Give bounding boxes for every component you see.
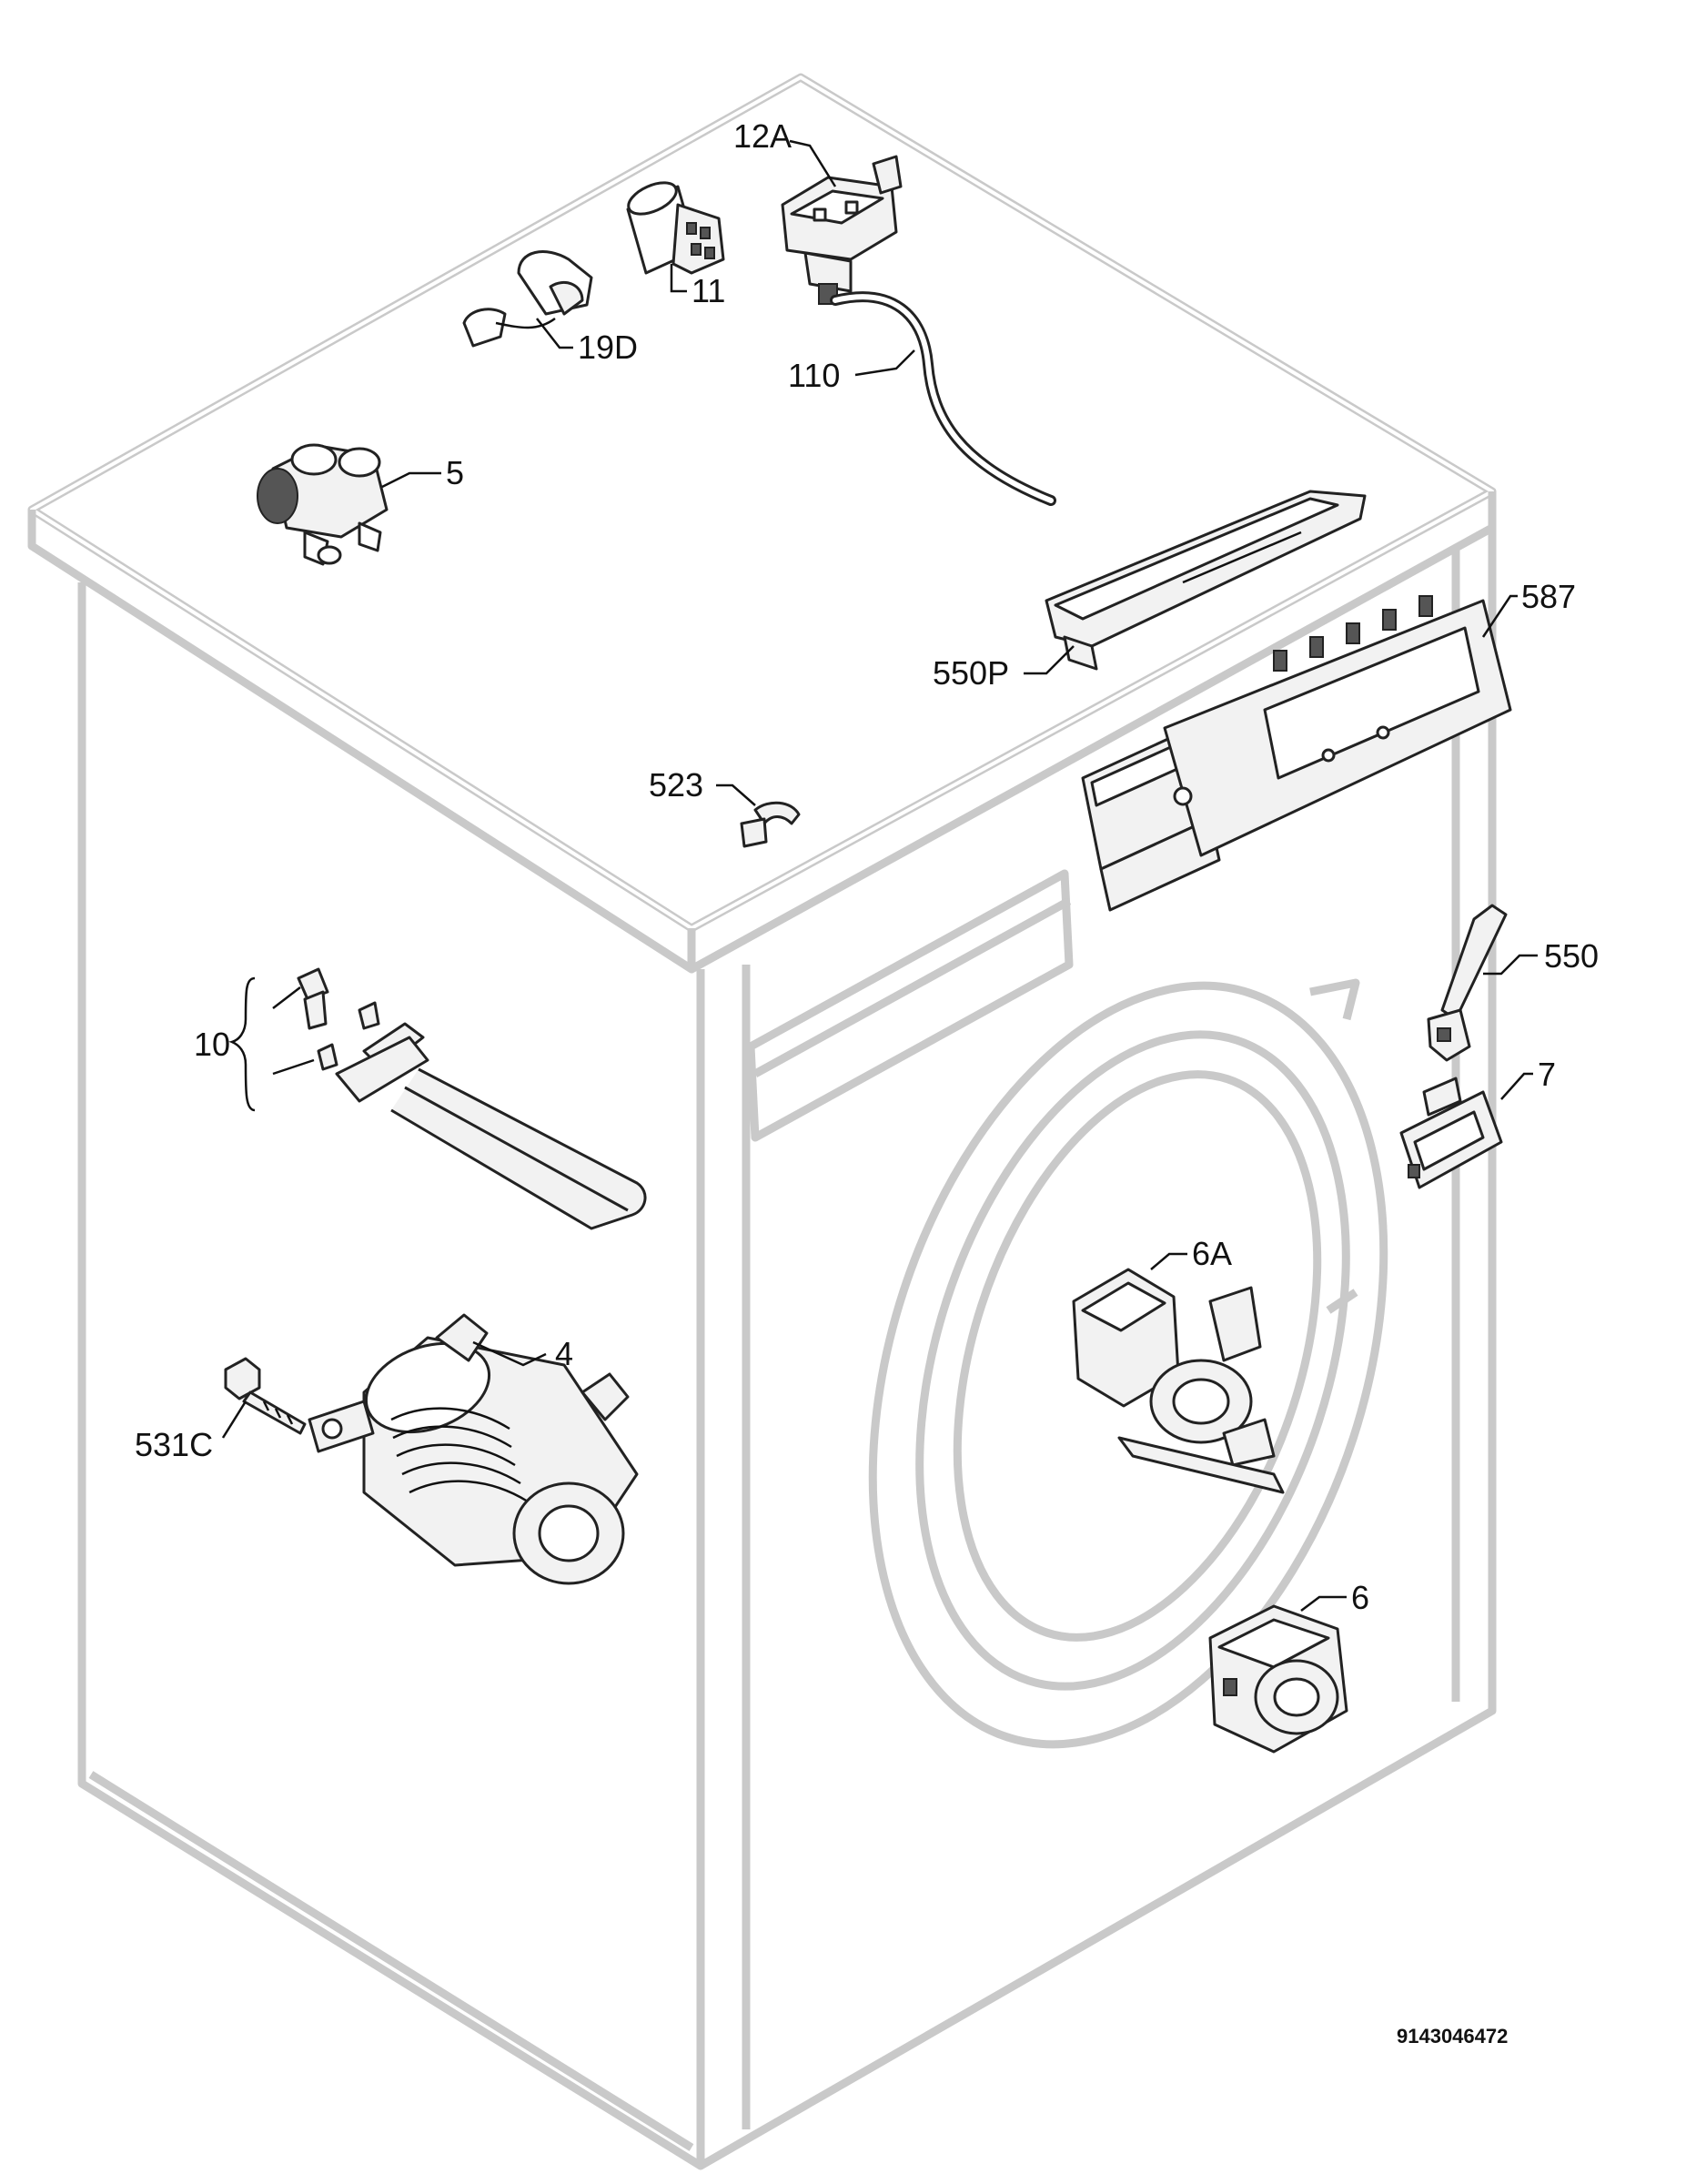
part-label-4: 4 bbox=[555, 1335, 573, 1372]
drawing-code: 9143046472 bbox=[1397, 2025, 1508, 2048]
motor-bolt-part bbox=[224, 1357, 307, 1435]
part-label-523: 523 bbox=[649, 766, 703, 804]
heating-element-part bbox=[272, 967, 647, 1230]
part-label-11: 11 bbox=[692, 272, 725, 309]
suppressor-cap-part bbox=[462, 250, 593, 348]
door-handle-part bbox=[1427, 904, 1508, 1062]
door-lock-part bbox=[1399, 1077, 1503, 1189]
control-panel-strip-part bbox=[1045, 490, 1367, 671]
part-label-19D: 19D bbox=[578, 329, 638, 366]
pressure-hose-part bbox=[830, 291, 1056, 506]
part-label-6A: 6A bbox=[1192, 1235, 1232, 1272]
part-label-10: 10 bbox=[194, 1026, 230, 1063]
inlet-valve-part bbox=[257, 443, 389, 566]
part-label-550P: 550P bbox=[933, 654, 1009, 692]
part-label-7: 7 bbox=[1538, 1056, 1556, 1093]
circulation-pump-part bbox=[1208, 1604, 1348, 1754]
leader-lines bbox=[221, 139, 1538, 1612]
cabinet-outline bbox=[27, 73, 1497, 2170]
pressure-switch-part bbox=[781, 155, 903, 305]
part-label-531C: 531C bbox=[135, 1426, 213, 1463]
drain-pump-part bbox=[1072, 1268, 1285, 1494]
part-label-550: 550 bbox=[1544, 937, 1599, 975]
capacitor-part bbox=[626, 181, 725, 275]
part-label-110: 110 bbox=[788, 357, 840, 394]
part-label-6: 6 bbox=[1351, 1579, 1369, 1616]
part-label-12A: 12A bbox=[733, 117, 792, 155]
clip-part bbox=[740, 801, 801, 848]
control-board-part bbox=[1081, 595, 1512, 912]
motor-part bbox=[308, 1313, 639, 1585]
part-labels: 12A 11 19D 110 5 550P 587 523 550 10 7 6… bbox=[135, 117, 1599, 2048]
part-label-587: 587 bbox=[1521, 578, 1576, 615]
part-label-5: 5 bbox=[446, 454, 464, 491]
